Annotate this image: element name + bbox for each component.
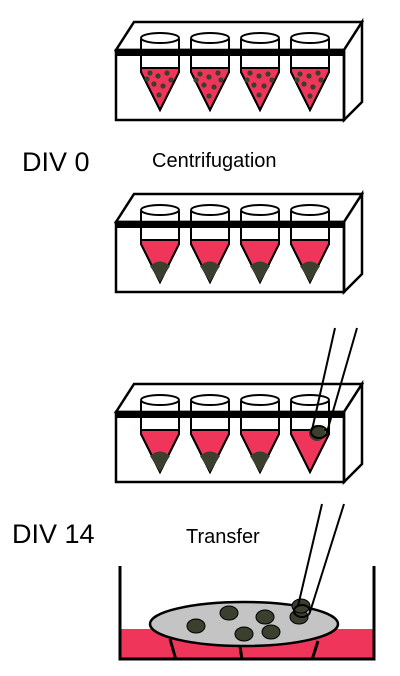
label-div0: DIV 0 bbox=[22, 147, 90, 177]
tubes bbox=[140, 204, 330, 285]
pipette-tip-pickup bbox=[310, 327, 358, 439]
label-transfer: Transfer bbox=[186, 526, 260, 548]
tube-rack-centrifuged bbox=[113, 189, 365, 296]
label-div14: DIV 14 bbox=[12, 519, 95, 549]
pipette-tip-transfer bbox=[293, 503, 345, 618]
tubes bbox=[140, 394, 330, 475]
tube-rack-suspension bbox=[113, 17, 365, 124]
cell-pellets bbox=[150, 261, 320, 282]
suspended-cells bbox=[144, 70, 324, 99]
culture-dish bbox=[118, 566, 376, 661]
tube-rack-pickup bbox=[113, 379, 365, 486]
spheroids bbox=[186, 598, 311, 642]
label-centrifugation: Centrifugation bbox=[152, 150, 277, 172]
